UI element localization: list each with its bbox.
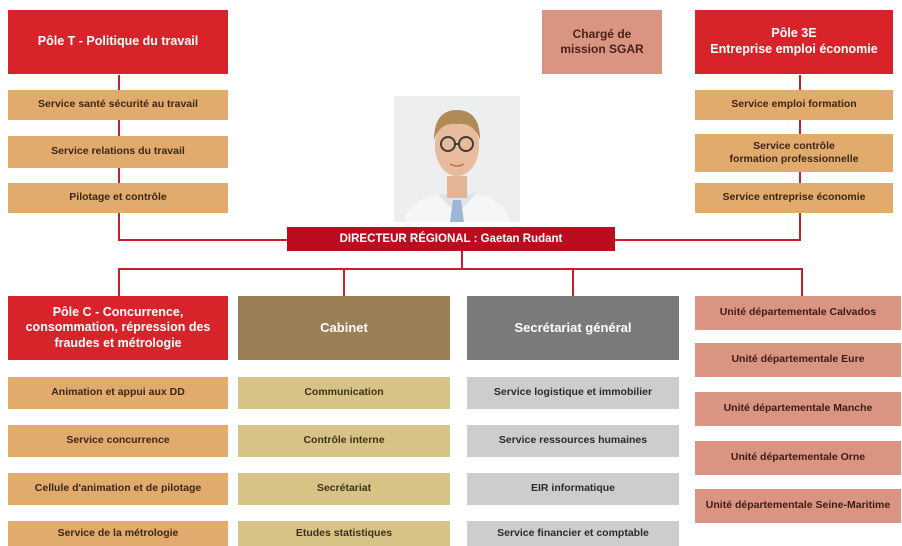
pole-3e-service: Service emploi formation xyxy=(695,90,893,120)
director-box: DIRECTEUR RÉGIONAL : Gaetan Rudant xyxy=(287,227,615,251)
connector-left-horizontal xyxy=(118,239,288,241)
pole-c-service: Service concurrence xyxy=(8,425,228,457)
unite-departementale: Unité départementale Orne xyxy=(695,441,901,475)
unite-departementale: Unité départementale Manche xyxy=(695,392,901,426)
pole-t-header: Pôle T - Politique du travail xyxy=(8,10,228,74)
secretariat-header: Secrétariat général xyxy=(467,296,679,360)
cabinet-service: Etudes statistiques xyxy=(238,521,450,546)
charge-mission-box: Chargé de mission SGAR xyxy=(542,10,662,74)
connector-director-down xyxy=(461,251,463,269)
unite-departementale: Unité départementale Eure xyxy=(695,343,901,377)
connector-drop-pole-c xyxy=(118,268,120,296)
unite-departementale: Unité départementale Calvados xyxy=(695,296,901,330)
cabinet-service: Secrétariat xyxy=(238,473,450,505)
cabinet-service: Communication xyxy=(238,377,450,409)
connector-right-horizontal xyxy=(615,239,801,241)
pole-t-service: Pilotage et contrôle xyxy=(8,183,228,213)
secretariat-service: Service financier et comptable xyxy=(467,521,679,546)
unite-departementale: Unité départementale Seine-Maritime xyxy=(695,489,901,523)
pole-c-service: Animation et appui aux DD xyxy=(8,377,228,409)
connector-drop-secretariat xyxy=(572,268,574,296)
pole-t-service: Service santé sécurité au travail xyxy=(8,90,228,120)
cabinet-service: Contrôle interne xyxy=(238,425,450,457)
pole-3e-header: Pôle 3E Entreprise emploi économie xyxy=(695,10,893,74)
secretariat-service: Service ressources humaines xyxy=(467,425,679,457)
secretariat-service: EIR informatique xyxy=(467,473,679,505)
pole-t-service: Service relations du travail xyxy=(8,136,228,168)
pole-c-header: Pôle C - Concurrence, consommation, répr… xyxy=(8,296,228,360)
secretariat-service: Service logistique et immobilier xyxy=(467,377,679,409)
connector-bottom-bus xyxy=(118,268,803,270)
pole-3e-service: Service contrôle formation professionnel… xyxy=(695,134,893,172)
connector-drop-unites xyxy=(801,268,803,296)
connector-drop-cabinet xyxy=(343,268,345,296)
director-photo xyxy=(394,96,520,222)
pole-3e-service: Service entreprise économie xyxy=(695,183,893,213)
pole-c-service: Service de la métrologie xyxy=(8,521,228,546)
pole-c-service: Cellule d'animation et de pilotage xyxy=(8,473,228,505)
cabinet-header: Cabinet xyxy=(238,296,450,360)
